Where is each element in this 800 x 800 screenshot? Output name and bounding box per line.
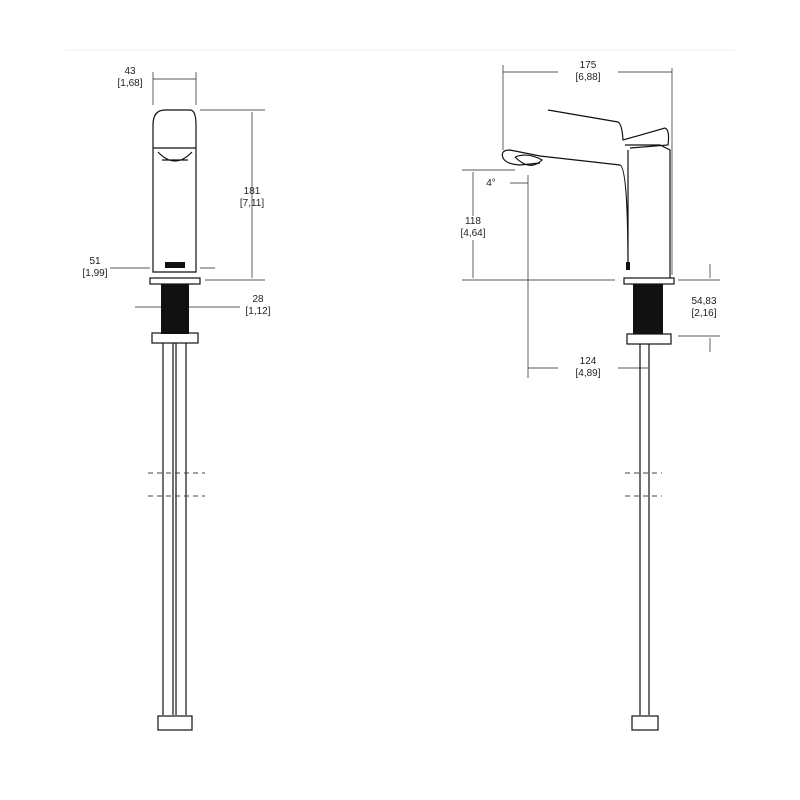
front-break-lines: [148, 472, 205, 497]
front-flange: [149, 277, 201, 285]
dim-inch: [1,68]: [117, 78, 143, 89]
dim-value: 181: [243, 186, 261, 197]
dim-value: 124: [579, 356, 597, 367]
front-shank: [161, 284, 189, 334]
front-aerator: [157, 151, 193, 162]
dim-inch: [7,11]: [239, 198, 265, 209]
side-break-lines: [625, 472, 662, 497]
dim-inch: [4,64]: [460, 228, 486, 239]
dim-value: 54,83: [691, 296, 717, 307]
dim-value: 118: [465, 216, 481, 227]
dim-inch: [6,88]: [575, 72, 601, 83]
side-nut: [626, 333, 672, 345]
dim-inch: [1,12]: [245, 306, 271, 317]
dim-54-83: 54,83[2,16]: [674, 296, 734, 320]
dim-43: 43[1,68]: [100, 66, 160, 90]
dim-181: 181[7,11]: [222, 186, 282, 210]
dim-51: 51[1,99]: [65, 256, 125, 280]
dim-inch: [2,16]: [691, 308, 717, 319]
dim-118: 118[4,64]: [443, 216, 503, 240]
front-dimension-lines: [110, 72, 265, 308]
side-sensor: [626, 262, 630, 270]
side-view: [462, 65, 720, 731]
dim-value: 28: [252, 294, 264, 305]
dim-124: 124[4,89]: [558, 356, 618, 380]
dim-28: 28[1,12]: [228, 294, 288, 318]
dim-value: 175: [579, 60, 597, 71]
side-aerator: [514, 154, 543, 166]
angle-label: 4°: [486, 178, 496, 189]
dim-inch: [1,99]: [82, 268, 108, 279]
side-flange: [623, 277, 675, 285]
front-connector: [157, 715, 193, 731]
side-hose: [639, 344, 650, 715]
side-shank: [633, 284, 663, 334]
front-sensor: [165, 262, 185, 268]
front-body: [152, 109, 197, 273]
dim-value: 43: [124, 66, 136, 77]
front-nut: [151, 332, 199, 344]
dim-175: 175[6,88]: [558, 60, 618, 84]
side-body: [501, 109, 671, 278]
front-view: [110, 72, 265, 731]
dim-value: 51: [89, 256, 101, 267]
front-hoses: [162, 343, 187, 715]
dim-inch: [4,89]: [575, 368, 601, 379]
side-connector: [631, 715, 659, 731]
